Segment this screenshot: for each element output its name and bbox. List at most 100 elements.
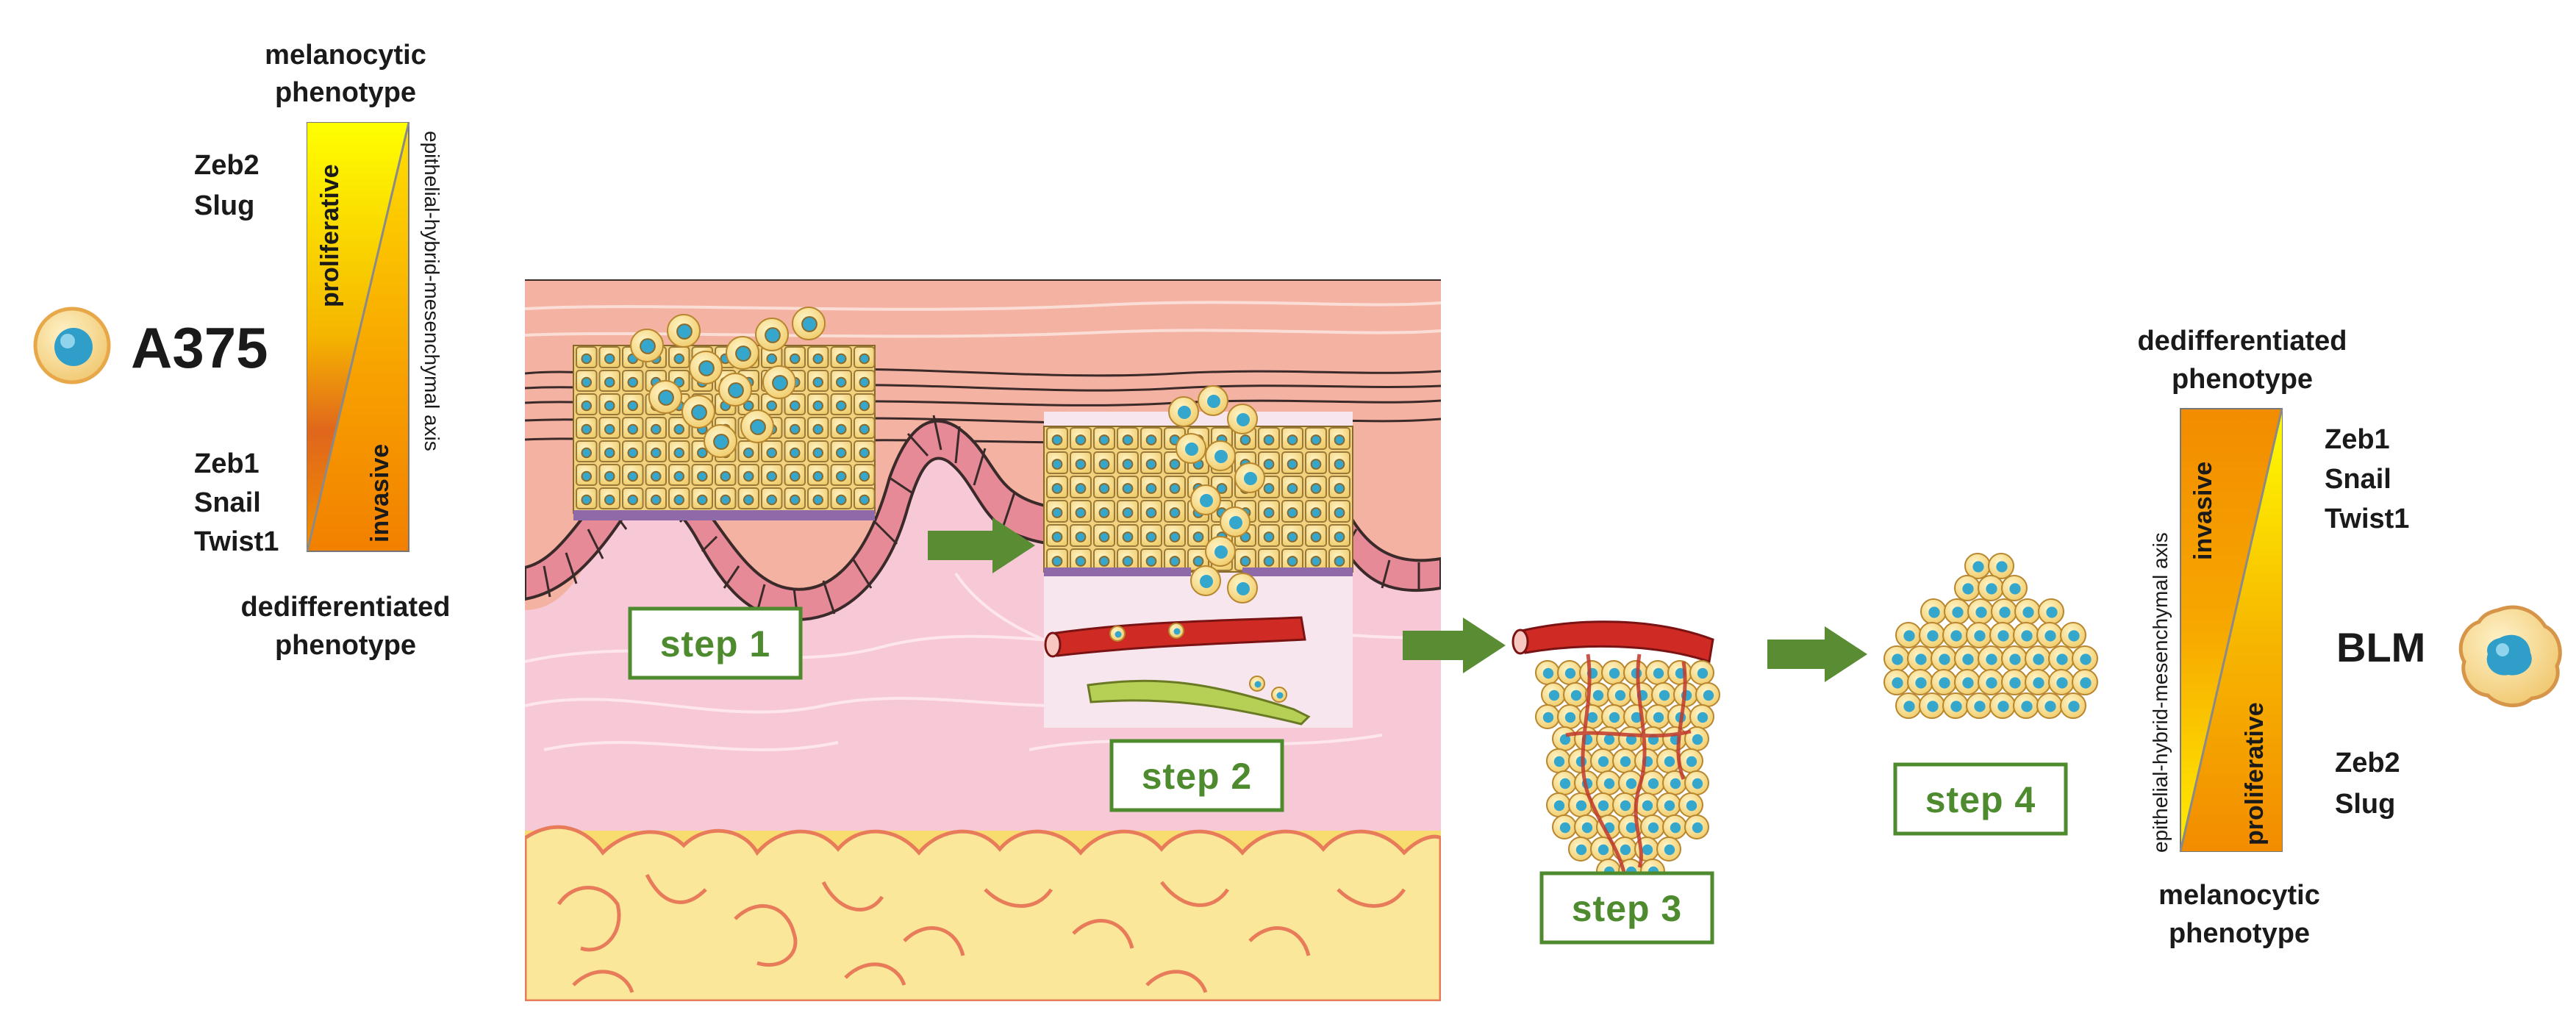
cell-nucleus [1075, 531, 1087, 542]
cell-nucleus [604, 400, 615, 412]
cell-nucleus [2009, 583, 2021, 595]
cell-nucleus [1609, 712, 1620, 723]
cell-nucleus [1697, 667, 1709, 679]
cell-nucleus [1263, 531, 1275, 542]
left-top-label-line1: melanocytic [265, 40, 426, 71]
cell-nucleus [859, 470, 870, 482]
cell-nucleus [766, 447, 778, 459]
left-bottom-label-line2: phenotype [275, 630, 416, 661]
cell-nucleus [1950, 701, 1962, 712]
cell-nucleus [1664, 844, 1675, 856]
cell-nucleus [1334, 507, 1345, 518]
cell-nucleus [581, 470, 593, 482]
cell-nucleus [1200, 494, 1213, 507]
cell-nucleus [1263, 483, 1275, 494]
cell-nucleus [1287, 507, 1298, 518]
cell-nucleus [2056, 653, 2068, 665]
cell-nucleus [1892, 677, 1903, 689]
right-bottom-label-line1: melanocytic [2158, 880, 2320, 911]
step3-to-step4-arrow [1767, 626, 1867, 682]
cell-nucleus [581, 376, 593, 388]
cell-nucleus [1927, 630, 1939, 642]
cell-nucleus [728, 382, 744, 398]
left-lower-marker-2: Snail [194, 487, 261, 518]
cell-nucleus [1609, 667, 1620, 679]
cell-nucleus [1178, 406, 1191, 419]
cell-nucleus [812, 353, 824, 365]
left-zone-upper-label: proliferative [316, 164, 344, 307]
cell-nucleus [835, 353, 847, 365]
cell-nucleus [627, 470, 639, 482]
cell-nucleus [1603, 734, 1615, 745]
cell-nucleus [581, 494, 593, 506]
cell-nucleus [789, 447, 801, 459]
cell-nucleus [1145, 459, 1157, 470]
cell-nucleus [604, 353, 615, 365]
a375-cell-icon [33, 307, 111, 384]
step2-panel [1043, 385, 1353, 728]
cell-nucleus [1928, 606, 1940, 618]
cell-nucleus [1692, 734, 1703, 745]
cell-nucleus [812, 447, 824, 459]
cell-nucleus [1051, 507, 1063, 518]
cell-nucleus [789, 470, 801, 482]
cell-nucleus [1986, 653, 1997, 665]
cell-nucleus [1145, 556, 1157, 567]
cell-nucleus [1972, 561, 1984, 573]
cell-nucleus [1575, 844, 1587, 856]
left-upper-marker-2: Slug [194, 190, 254, 221]
cell-nucleus [1664, 800, 1675, 812]
cell-nucleus [766, 400, 778, 412]
cell-nucleus [604, 376, 615, 388]
cell-nucleus [1122, 531, 1134, 542]
cell-nucleus [1334, 483, 1345, 494]
cell-nucleus [1122, 507, 1134, 518]
cell-nucleus [1075, 459, 1087, 470]
cell-nucleus [1098, 459, 1110, 470]
cell-nucleus [835, 470, 847, 482]
cell-nucleus [1553, 756, 1565, 767]
step3-tumor-invasion [1511, 620, 1720, 884]
right-axis-label: epithelial-hybrid-mesenchymal axis [2149, 532, 2172, 853]
cell-nucleus [743, 400, 754, 412]
cell-nucleus [1697, 712, 1709, 723]
cell-nucleus [1263, 459, 1275, 470]
left-axis-label: epithelial-hybrid-mesenchymal axis [421, 131, 443, 451]
cell-nucleus [1173, 628, 1181, 635]
cell-nucleus [1625, 822, 1637, 834]
cell-nucleus [766, 353, 778, 365]
cell-nucleus [1664, 756, 1675, 767]
step1-box: step 1 [628, 606, 803, 680]
cell-nucleus [1553, 800, 1565, 812]
cell-nucleus [1214, 450, 1228, 463]
cell-nucleus [1986, 583, 1997, 595]
cell-nucleus [650, 447, 662, 459]
cell-nucleus [1200, 575, 1213, 588]
cell-nucleus [1915, 653, 1927, 665]
cell-nucleus [581, 353, 593, 365]
cell-nucleus [1903, 701, 1915, 712]
cell-nucleus [1145, 483, 1157, 494]
cell-nucleus [1254, 681, 1262, 688]
cell-nucleus [1575, 800, 1587, 812]
cell-nucleus [1229, 516, 1242, 529]
cell-nucleus [1263, 556, 1275, 567]
left-cell-line-label: A375 [131, 315, 268, 380]
cell-nucleus [1999, 606, 2011, 618]
cell-nucleus [2068, 701, 2080, 712]
left-upper-marker-1: Zeb2 [194, 150, 260, 181]
cell-nucleus [1670, 822, 1681, 834]
left-bottom-label-line1: dedifferentiated [240, 592, 450, 623]
cell-nucleus [1939, 653, 1950, 665]
cell-nucleus [1075, 556, 1087, 567]
cell-nucleus [801, 316, 817, 332]
cell-nucleus [1098, 531, 1110, 542]
cell-nucleus [1974, 701, 1986, 712]
cell-nucleus [1287, 531, 1298, 542]
step3-box: step 3 [1539, 871, 1714, 945]
blm-cell-icon [2458, 605, 2562, 708]
cell-nucleus [789, 494, 801, 506]
cell-nucleus [1098, 434, 1110, 445]
left-zone-lower-label: invasive [366, 444, 394, 542]
cell-nucleus [1903, 630, 1915, 642]
